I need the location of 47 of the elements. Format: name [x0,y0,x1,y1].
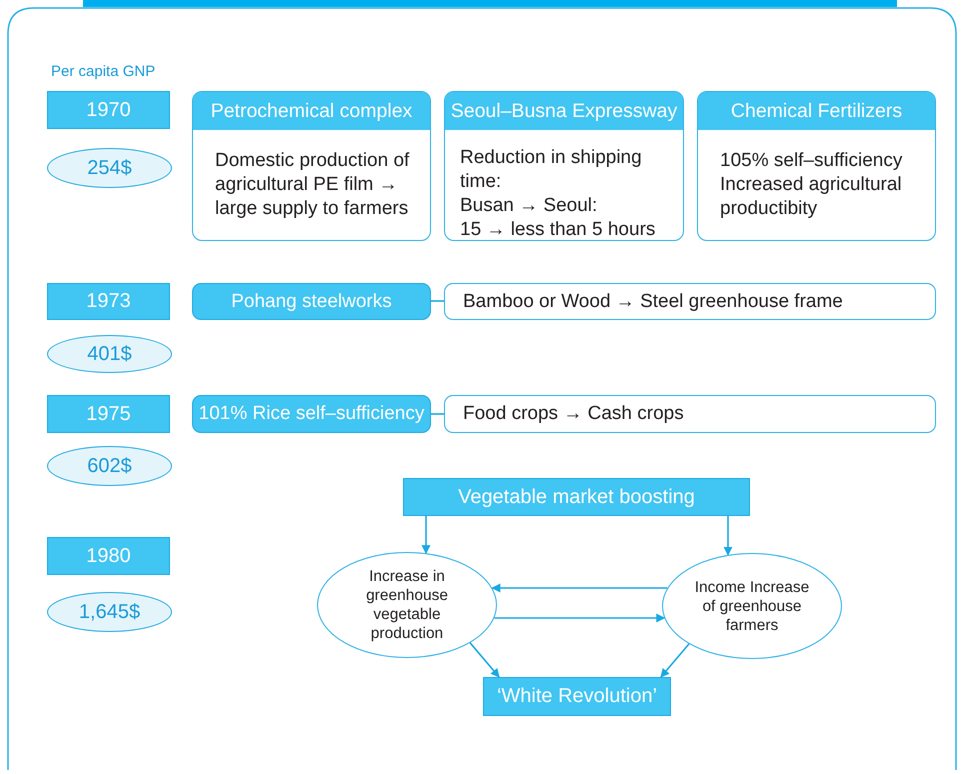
gnp-value: 401$ [87,342,132,366]
year-label: 1975 [86,402,131,426]
axis-caption: Per capita GNP [51,63,156,80]
year-box [47,537,170,575]
card-text: 105% self–sufficiency [720,149,904,173]
year-label: 1973 [86,290,131,313]
card-text: Domestic production of agricultural PE film → large supply to farmers [215,149,410,221]
effect-text: Food crops → Cash crops [463,403,684,425]
arrow [422,516,430,554]
event-label: 101% Rice self–sufficiency [198,403,424,425]
year-box [47,283,170,320]
card-title: Seoul–Busna Expressway [450,100,678,122]
arrow [494,614,666,622]
connector-line [431,300,444,302]
effect-box [444,283,936,320]
card-title: Petrochemical complex [210,100,412,122]
year-box [47,395,170,433]
year-label: 1970 [86,98,131,122]
process-label: Vegetable market boosting [458,486,695,508]
card-title: Chemical Fertilizers [730,100,902,122]
year-box [47,91,170,129]
effect-box [444,395,936,433]
connector-line [431,413,444,415]
info-card [192,91,431,241]
process-label: ‘White Revolution’ [496,685,658,708]
year-label: 1980 [86,544,131,568]
process-text: Income Increase of greenhouse farmers [694,578,810,634]
event-label: Pohang steelworks [231,290,392,312]
arrow [491,584,668,592]
event-box [192,283,431,320]
arrow [660,643,690,678]
gnp-value: 254$ [87,156,132,180]
card-text: 15 → less than 5 hours [460,218,656,240]
result-box [483,677,671,716]
card-text: Busan → Seoul: [460,194,598,218]
arrow [724,516,732,556]
gnp-value: 1,645$ [78,600,140,624]
process-text: Increase in greenhouse vegetable production [365,567,449,643]
card-text: Increased agricultural productibity [720,173,903,221]
arrow [469,642,500,678]
gnp-value: 602$ [87,454,132,478]
info-card [444,91,684,241]
info-card [697,91,936,241]
effect-text: Bamboo or Wood → Steel greenhouse frame [463,290,843,312]
event-box [192,395,431,433]
process-box [403,478,750,516]
card-text: Reduction in shipping time: [460,146,643,194]
